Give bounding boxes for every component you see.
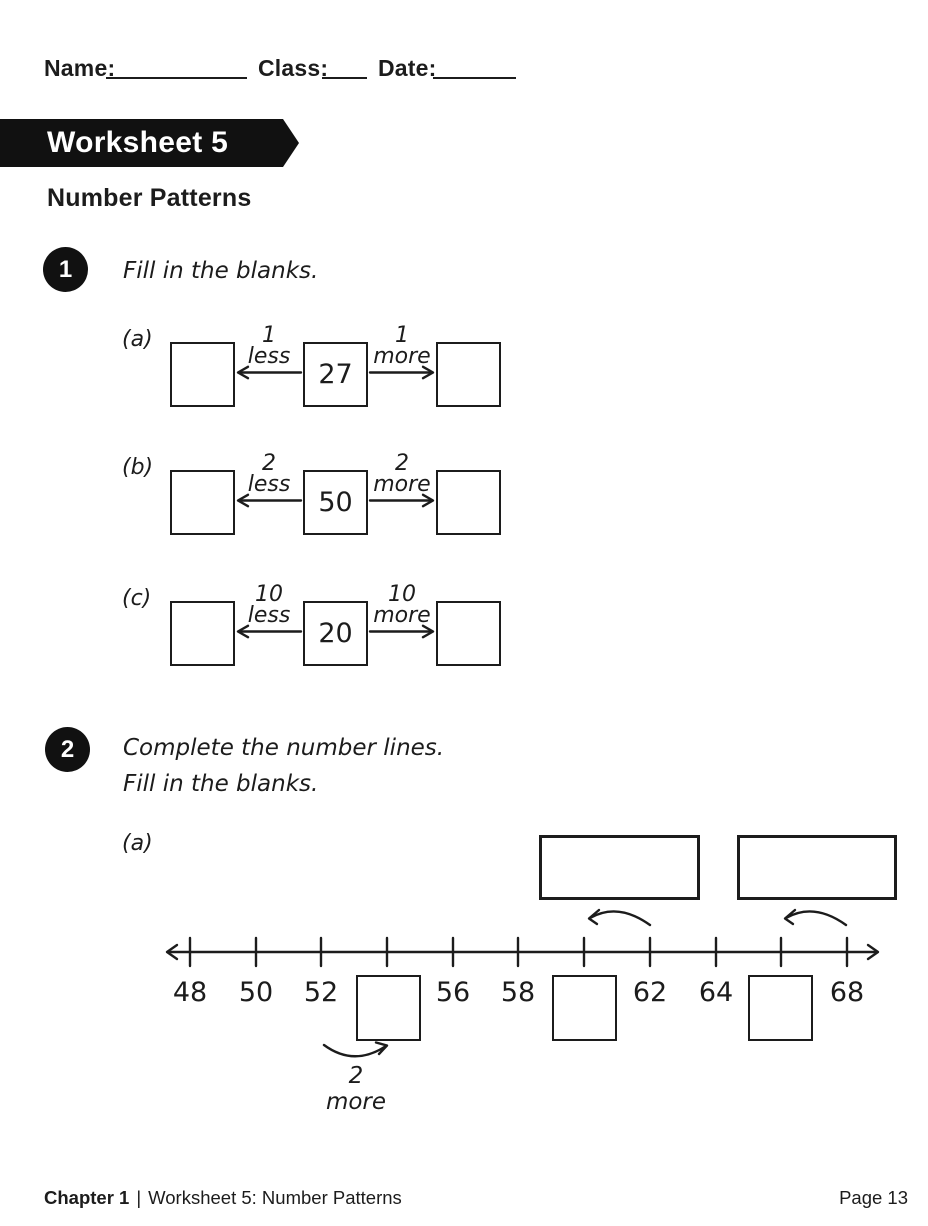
less-word: less xyxy=(247,472,291,497)
curved-arrow-right-icon xyxy=(322,1041,389,1058)
answer-box[interactable] xyxy=(356,975,421,1041)
more-label: 1 more xyxy=(366,323,438,369)
class-label: Class: xyxy=(258,55,329,81)
tick-label: 48 xyxy=(172,977,208,1008)
date-label: Date: xyxy=(378,55,437,81)
value-box: 50 xyxy=(303,470,368,535)
answer-box[interactable] xyxy=(436,470,501,535)
more-word: more xyxy=(373,344,431,369)
page-number: Page 13 xyxy=(839,1187,908,1208)
more-word: more xyxy=(373,603,431,628)
less-label: 2 less xyxy=(233,451,305,497)
more-amount: 2 xyxy=(395,451,409,476)
arrow-right-icon xyxy=(368,365,435,380)
footer-chapter: Chapter 1 xyxy=(44,1187,130,1208)
answer-box[interactable] xyxy=(170,342,235,407)
arrow-left-icon xyxy=(236,624,303,639)
name-blank-line[interactable] xyxy=(106,77,247,79)
name-label: Name: xyxy=(44,55,116,81)
curved-arrow-left-icon xyxy=(587,908,652,927)
footer-worksheet-title: Worksheet 5: Number Patterns xyxy=(148,1187,402,1208)
more-amount: 10 xyxy=(388,582,416,607)
tick-label: 52 xyxy=(303,977,339,1008)
arrow-left-icon xyxy=(236,365,303,380)
question-2-instruction: Complete the number lines. Fill in the b… xyxy=(123,730,444,802)
number-line xyxy=(165,936,880,968)
answer-box[interactable] xyxy=(748,975,813,1041)
tick-label: 50 xyxy=(238,977,274,1008)
less-label: 1 less xyxy=(233,323,305,369)
answer-box[interactable] xyxy=(436,601,501,666)
footer-breadcrumb: Chapter 1 | Worksheet 5: Number Patterns xyxy=(44,1187,402,1209)
less-word: less xyxy=(247,344,291,369)
arrow-left-icon xyxy=(236,493,303,508)
answer-box[interactable] xyxy=(170,470,235,535)
answer-box[interactable] xyxy=(170,601,235,666)
arrow-right-icon xyxy=(368,493,435,508)
more-label: 2 more xyxy=(366,451,438,497)
curved-arrow-left-icon xyxy=(783,908,848,927)
less-amount: 1 xyxy=(262,323,276,348)
answer-box-large[interactable] xyxy=(737,835,897,900)
more-word: more xyxy=(373,472,431,497)
worksheet-banner: Worksheet 5 xyxy=(0,119,299,167)
part-a-label: (a) xyxy=(122,327,153,352)
value-box: 20 xyxy=(303,601,368,666)
class-blank-line[interactable] xyxy=(322,77,367,79)
tick-label: 68 xyxy=(829,977,865,1008)
less-word: less xyxy=(247,603,291,628)
arrow-caption: 2 more xyxy=(325,1063,387,1115)
question-2-badge: 2 xyxy=(45,727,90,772)
more-label: 10 more xyxy=(366,582,438,628)
question-2-instruction-line1: Complete the number lines. xyxy=(123,735,445,761)
worksheet-banner-title: Worksheet 5 xyxy=(47,126,229,159)
question-1-badge: 1 xyxy=(43,247,88,292)
tick-label: 58 xyxy=(500,977,536,1008)
q1-row-a: (a) 1 less 27 1 more xyxy=(122,325,517,417)
part-c-label: (c) xyxy=(122,586,152,611)
more-amount: 1 xyxy=(395,323,409,348)
q1-row-c: (c) 10 less 20 10 more xyxy=(122,584,517,676)
part-b-label: (b) xyxy=(122,455,154,480)
less-label: 10 less xyxy=(233,582,305,628)
answer-box-large[interactable] xyxy=(539,835,700,900)
part-a-label: (a) xyxy=(122,831,153,856)
date-blank-line[interactable] xyxy=(433,77,516,79)
answer-box[interactable] xyxy=(552,975,617,1041)
question-2-instruction-line2: Fill in the blanks. xyxy=(123,771,319,797)
value-box: 27 xyxy=(303,342,368,407)
less-amount: 10 xyxy=(255,582,283,607)
answer-box[interactable] xyxy=(436,342,501,407)
footer-separator: | xyxy=(136,1187,142,1208)
less-amount: 2 xyxy=(262,451,276,476)
tick-label: 64 xyxy=(698,977,734,1008)
tick-label: 56 xyxy=(435,977,471,1008)
arrow-right-icon xyxy=(368,624,435,639)
q1-row-b: (b) 2 less 50 2 more xyxy=(122,453,517,545)
page-heading: Number Patterns xyxy=(47,184,252,212)
question-1-instruction: Fill in the blanks. xyxy=(123,258,319,284)
tick-label: 62 xyxy=(632,977,668,1008)
